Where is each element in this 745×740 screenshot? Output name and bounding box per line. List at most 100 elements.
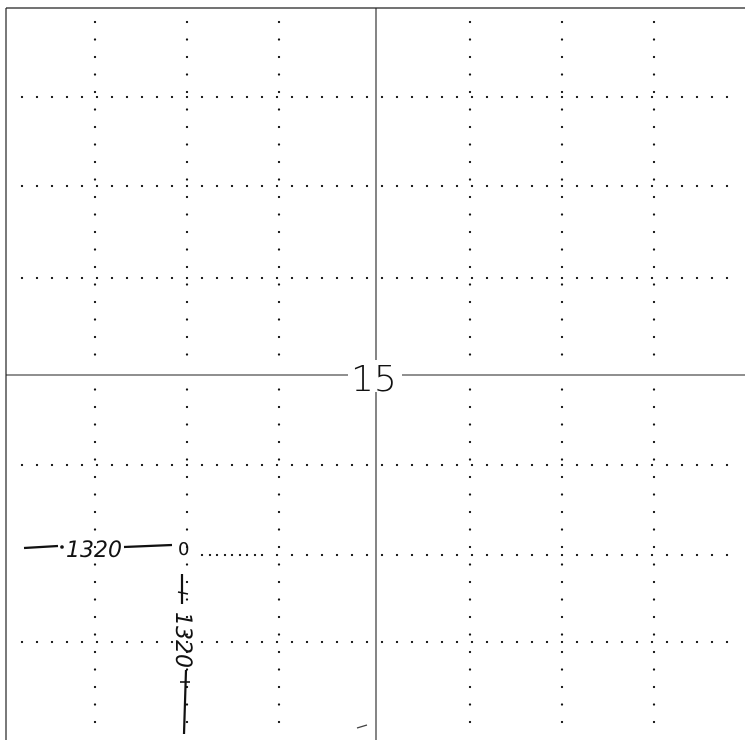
grid-dot [468, 720, 472, 724]
grid-dot [485, 276, 489, 280]
grid-dot [395, 640, 399, 644]
grid-dot [110, 640, 114, 644]
grid-dot [652, 335, 656, 339]
grid-dot [695, 463, 699, 467]
grid-dot [185, 388, 189, 391]
grid-dot [185, 265, 189, 269]
grid-dot [545, 553, 549, 557]
grid-dot [695, 184, 699, 188]
grid-dot [652, 178, 656, 181]
grid-dot [277, 650, 281, 654]
grid-dot [652, 615, 656, 619]
grid-dot [652, 265, 656, 269]
grid-dot [185, 20, 189, 24]
grid-dot [468, 475, 472, 479]
grid-dot [185, 73, 189, 76]
grid-dot [468, 650, 472, 654]
grid-dot [468, 353, 472, 356]
grid-dot [277, 563, 281, 566]
grid-dot [620, 276, 624, 280]
grid-dot [185, 184, 189, 188]
grid-dot [350, 640, 354, 644]
grid-dot [425, 553, 429, 557]
grid-dot [185, 615, 189, 619]
grid-dot [277, 213, 281, 216]
grid-dot [395, 553, 399, 557]
grid-dot [290, 95, 294, 99]
grid-dot [35, 640, 39, 644]
grid-dot [468, 440, 472, 444]
grid-dot [275, 184, 279, 188]
grid-dot [635, 95, 639, 99]
grid-dot [230, 184, 234, 188]
grid-dot [590, 184, 594, 188]
grid-dot [93, 685, 97, 689]
grid-dot [140, 463, 144, 467]
grid-dot [652, 353, 656, 356]
grid-dot [652, 405, 656, 409]
grid-dot [80, 640, 84, 644]
grid-dot [185, 423, 189, 426]
grid-dot [665, 95, 669, 99]
grid-dot [185, 633, 189, 636]
grid-dot [530, 553, 534, 557]
grid-dot [665, 184, 669, 188]
grid-dot [652, 160, 656, 164]
grid-dot [200, 553, 204, 557]
grid-dot [652, 633, 656, 636]
grid-dot [185, 160, 189, 164]
grid-dot [245, 553, 249, 557]
grid-dot [93, 318, 97, 321]
grid-dot [93, 458, 97, 461]
grid-dot [560, 615, 564, 619]
grid-dot [560, 95, 564, 99]
grid-dot [710, 95, 714, 99]
grid-dot [485, 553, 489, 557]
grid-dot [65, 95, 69, 99]
grid-dot [380, 640, 384, 644]
grid-dot [50, 640, 54, 644]
grid-dot [93, 248, 97, 251]
grid-dot [545, 276, 549, 280]
grid-dot [500, 276, 504, 280]
grid-dot [50, 276, 54, 280]
grid-dot [652, 300, 656, 304]
grid-dot [468, 685, 472, 689]
grid-dot [185, 125, 189, 129]
grid-dot [95, 276, 99, 280]
grid-dot [290, 184, 294, 188]
grid-dot [277, 510, 281, 514]
grid-dot [515, 640, 519, 644]
grid-dot [440, 640, 444, 644]
grid-dot [277, 143, 281, 146]
grid-dot [590, 95, 594, 99]
grid-dot [260, 553, 264, 557]
grid-dot [93, 668, 97, 671]
grid-dot [93, 563, 97, 566]
grid-dot [365, 553, 369, 557]
grid-dot [93, 230, 97, 234]
grid-dot [93, 615, 97, 619]
grid-dot [185, 650, 189, 654]
grid-dot [275, 276, 279, 280]
grid-dot [468, 528, 472, 531]
grid-dot [725, 463, 729, 467]
grid-dot [170, 463, 174, 467]
grid-dot [680, 553, 684, 557]
grid-dot [277, 178, 281, 181]
grid-dot [320, 553, 324, 557]
grid-dot [652, 563, 656, 566]
grid-dot [215, 463, 219, 467]
vertical-measure-bottom-tick [182, 669, 188, 735]
grid-dot [560, 143, 564, 146]
grid-dot [515, 95, 519, 99]
grid-dot [635, 184, 639, 188]
grid-dot [185, 195, 189, 199]
grid-dot [185, 458, 189, 461]
grid-dot [110, 184, 114, 188]
grid-dot [305, 184, 309, 188]
grid-dot [185, 230, 189, 234]
grid-dot [93, 335, 97, 339]
grid-dot [277, 283, 281, 286]
